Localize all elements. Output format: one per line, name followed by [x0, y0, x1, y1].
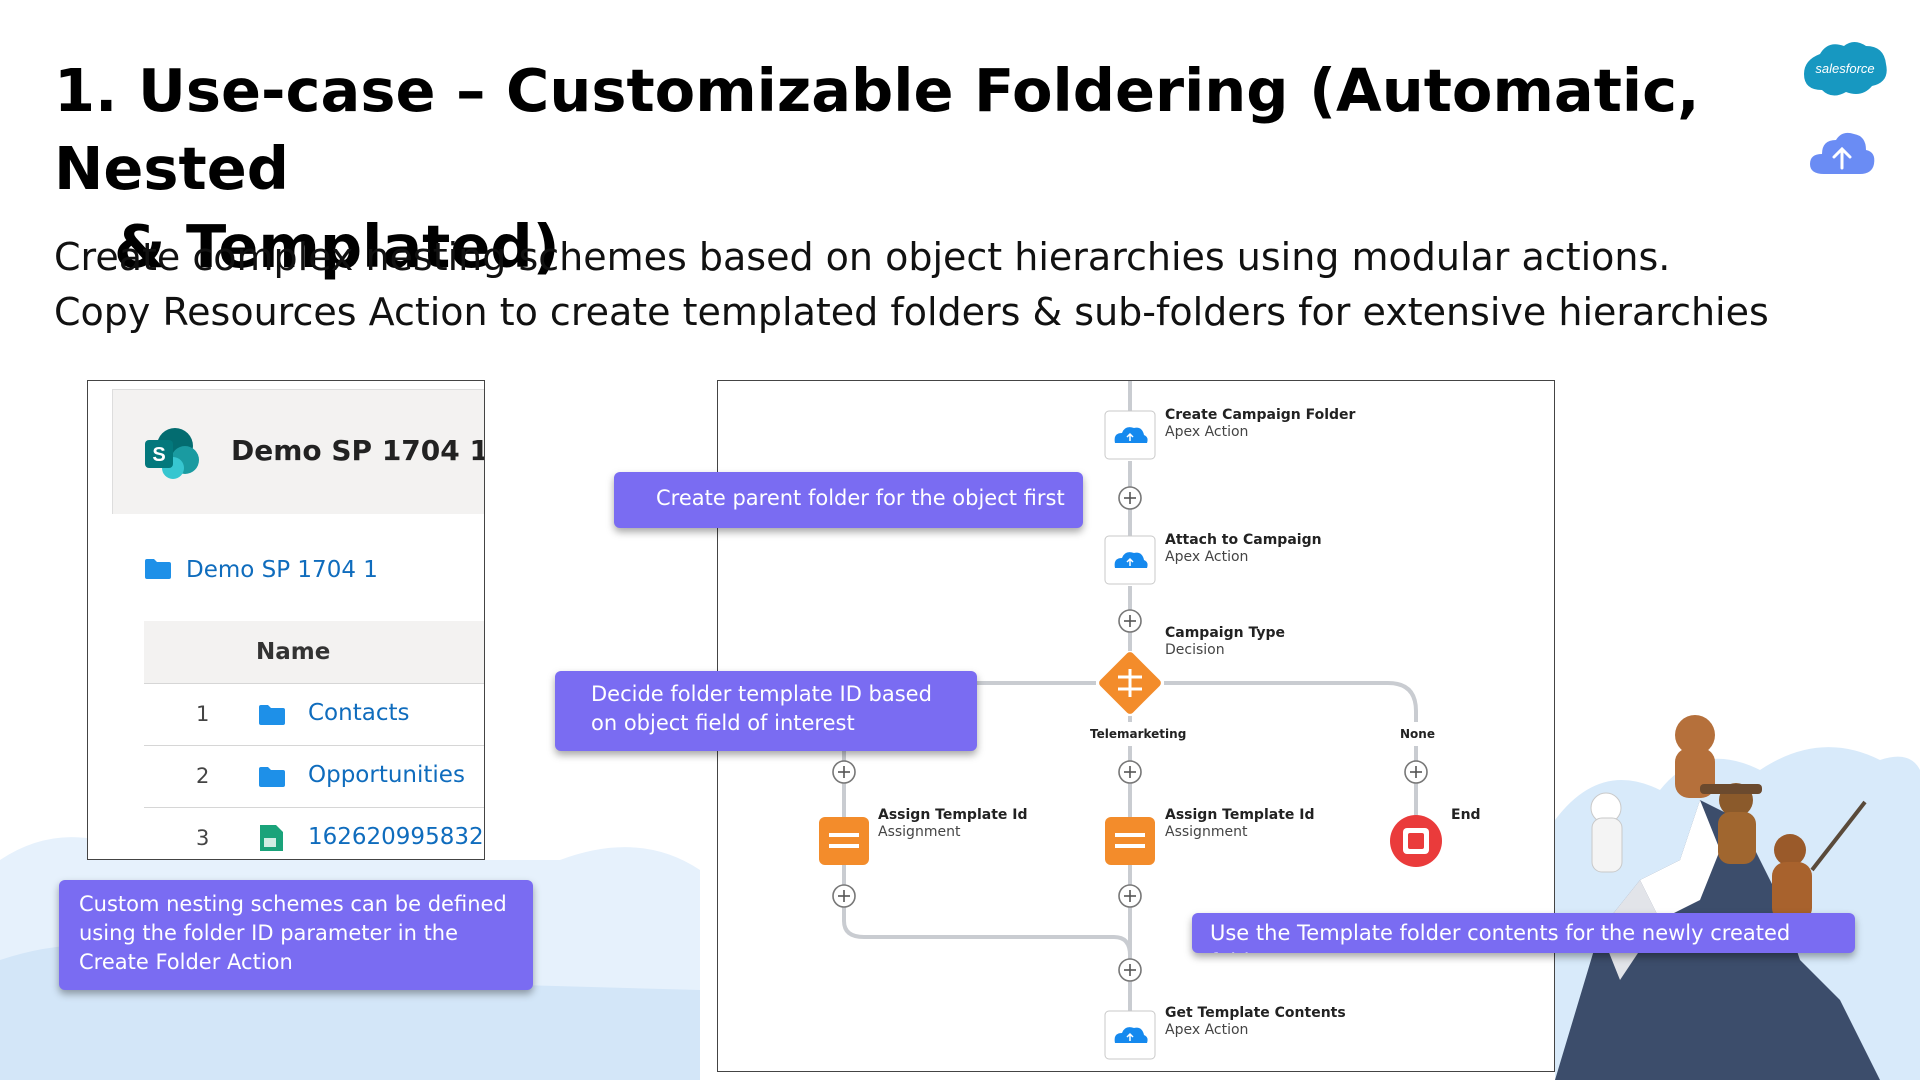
svg-text:salesforce: salesforce	[1815, 61, 1874, 76]
callout-parent-folder: Create parent folder for the object firs…	[614, 472, 1083, 528]
slide-title: 1. Use-case – Customizable Foldering (Au…	[54, 52, 1754, 286]
add-element-buttons	[832, 486, 1428, 982]
breadcrumb[interactable]: Demo SP 1704 1	[144, 557, 378, 583]
row-name-link[interactable]: Opportunities	[308, 762, 465, 788]
branch-label-telemarketing[interactable]: Telemarketing	[1076, 722, 1201, 746]
folder-icon	[145, 559, 171, 579]
node-label[interactable]: Assign Template Id	[1165, 807, 1315, 823]
end-node	[1390, 815, 1442, 867]
callout-text: Create Folder Action	[79, 950, 293, 974]
callout-template-contents: Use the Template folder contents for the…	[1192, 913, 1855, 953]
callout-custom-nesting: Custom nesting schemes can be defined us…	[59, 880, 533, 990]
cloud-upload-logo	[1810, 132, 1875, 174]
assignment-node-2	[1105, 817, 1155, 865]
callout-text: Create parent folder for the object firs…	[656, 486, 1065, 510]
node-label[interactable]: Create Campaign Folder	[1165, 407, 1356, 423]
node-type: Assignment	[1165, 824, 1248, 840]
slide-subtitle: Create complex nesting schemes based on …	[54, 230, 1874, 340]
node-label[interactable]: End	[1451, 807, 1481, 823]
callout-text: Use the Template folder contents for the…	[1210, 921, 1791, 953]
node-type: Assignment	[878, 824, 961, 840]
branch-label-none[interactable]: None	[1386, 722, 1449, 746]
mascot-group	[1590, 715, 1867, 922]
column-header-name[interactable]: Name	[256, 639, 331, 665]
folder-icon	[259, 705, 285, 725]
column-header: Name	[144, 621, 484, 684]
node-type: Decision	[1165, 642, 1225, 658]
node-type: Apex Action	[1165, 549, 1249, 565]
apex-action-node-2	[1104, 535, 1156, 585]
title-line-2: & Templated)	[114, 212, 560, 281]
row-number: 2	[196, 764, 210, 788]
apex-action-node-3	[1104, 1010, 1156, 1060]
salesforce-logo: salesforce	[1804, 42, 1887, 96]
row-name-link[interactable]: 1626209958321.	[308, 824, 484, 850]
callout-text: on object field of interest	[591, 711, 855, 735]
svg-text:S: S	[152, 444, 165, 466]
subtitle-line-1: Create complex nesting schemes based on …	[54, 235, 1671, 279]
callout-text: using the folder ID parameter in the	[79, 921, 459, 945]
row-number: 1	[196, 702, 210, 726]
assignment-node-1	[819, 817, 869, 865]
title-line-1: 1. Use-case – Customizable Foldering (Au…	[54, 56, 1700, 203]
list-item[interactable]: 3 1626209958321.	[144, 808, 484, 859]
subtitle-line-2: Copy Resources Action to create template…	[54, 290, 1769, 334]
node-label[interactable]: Attach to Campaign	[1165, 532, 1322, 548]
row-number: 3	[196, 826, 210, 850]
node-label[interactable]: Get Template Contents	[1165, 1005, 1346, 1021]
file-list: Name 1 Contacts 2 Opportunities 3 162620…	[144, 621, 484, 859]
apex-action-node-1	[1104, 410, 1156, 460]
node-type: Apex Action	[1165, 1022, 1249, 1038]
site-title: Demo SP 1704 1	[231, 434, 485, 467]
node-type: Apex Action	[1165, 424, 1249, 440]
file-icon	[260, 825, 283, 851]
breadcrumb-label[interactable]: Demo SP 1704 1	[186, 557, 378, 583]
list-item[interactable]: 2 Opportunities	[144, 746, 484, 808]
callout-text: Custom nesting schemes can be defined	[79, 892, 507, 916]
callout-decide-template: Decide folder template ID based on objec…	[555, 671, 977, 751]
node-label[interactable]: Assign Template Id	[878, 807, 1028, 823]
folder-icon	[259, 767, 285, 787]
node-label[interactable]: Campaign Type	[1165, 625, 1285, 641]
list-item[interactable]: 1 Contacts	[144, 684, 484, 746]
row-name-link[interactable]: Contacts	[308, 700, 410, 726]
sharepoint-icon: S	[145, 428, 199, 479]
decision-node	[1099, 652, 1161, 714]
sharepoint-panel: S Demo SP 1704 1 Demo SP 1704 1 Name 1 C…	[87, 380, 485, 860]
callout-text: Decide folder template ID based	[591, 682, 932, 706]
sharepoint-site-header: S Demo SP 1704 1	[112, 389, 485, 514]
